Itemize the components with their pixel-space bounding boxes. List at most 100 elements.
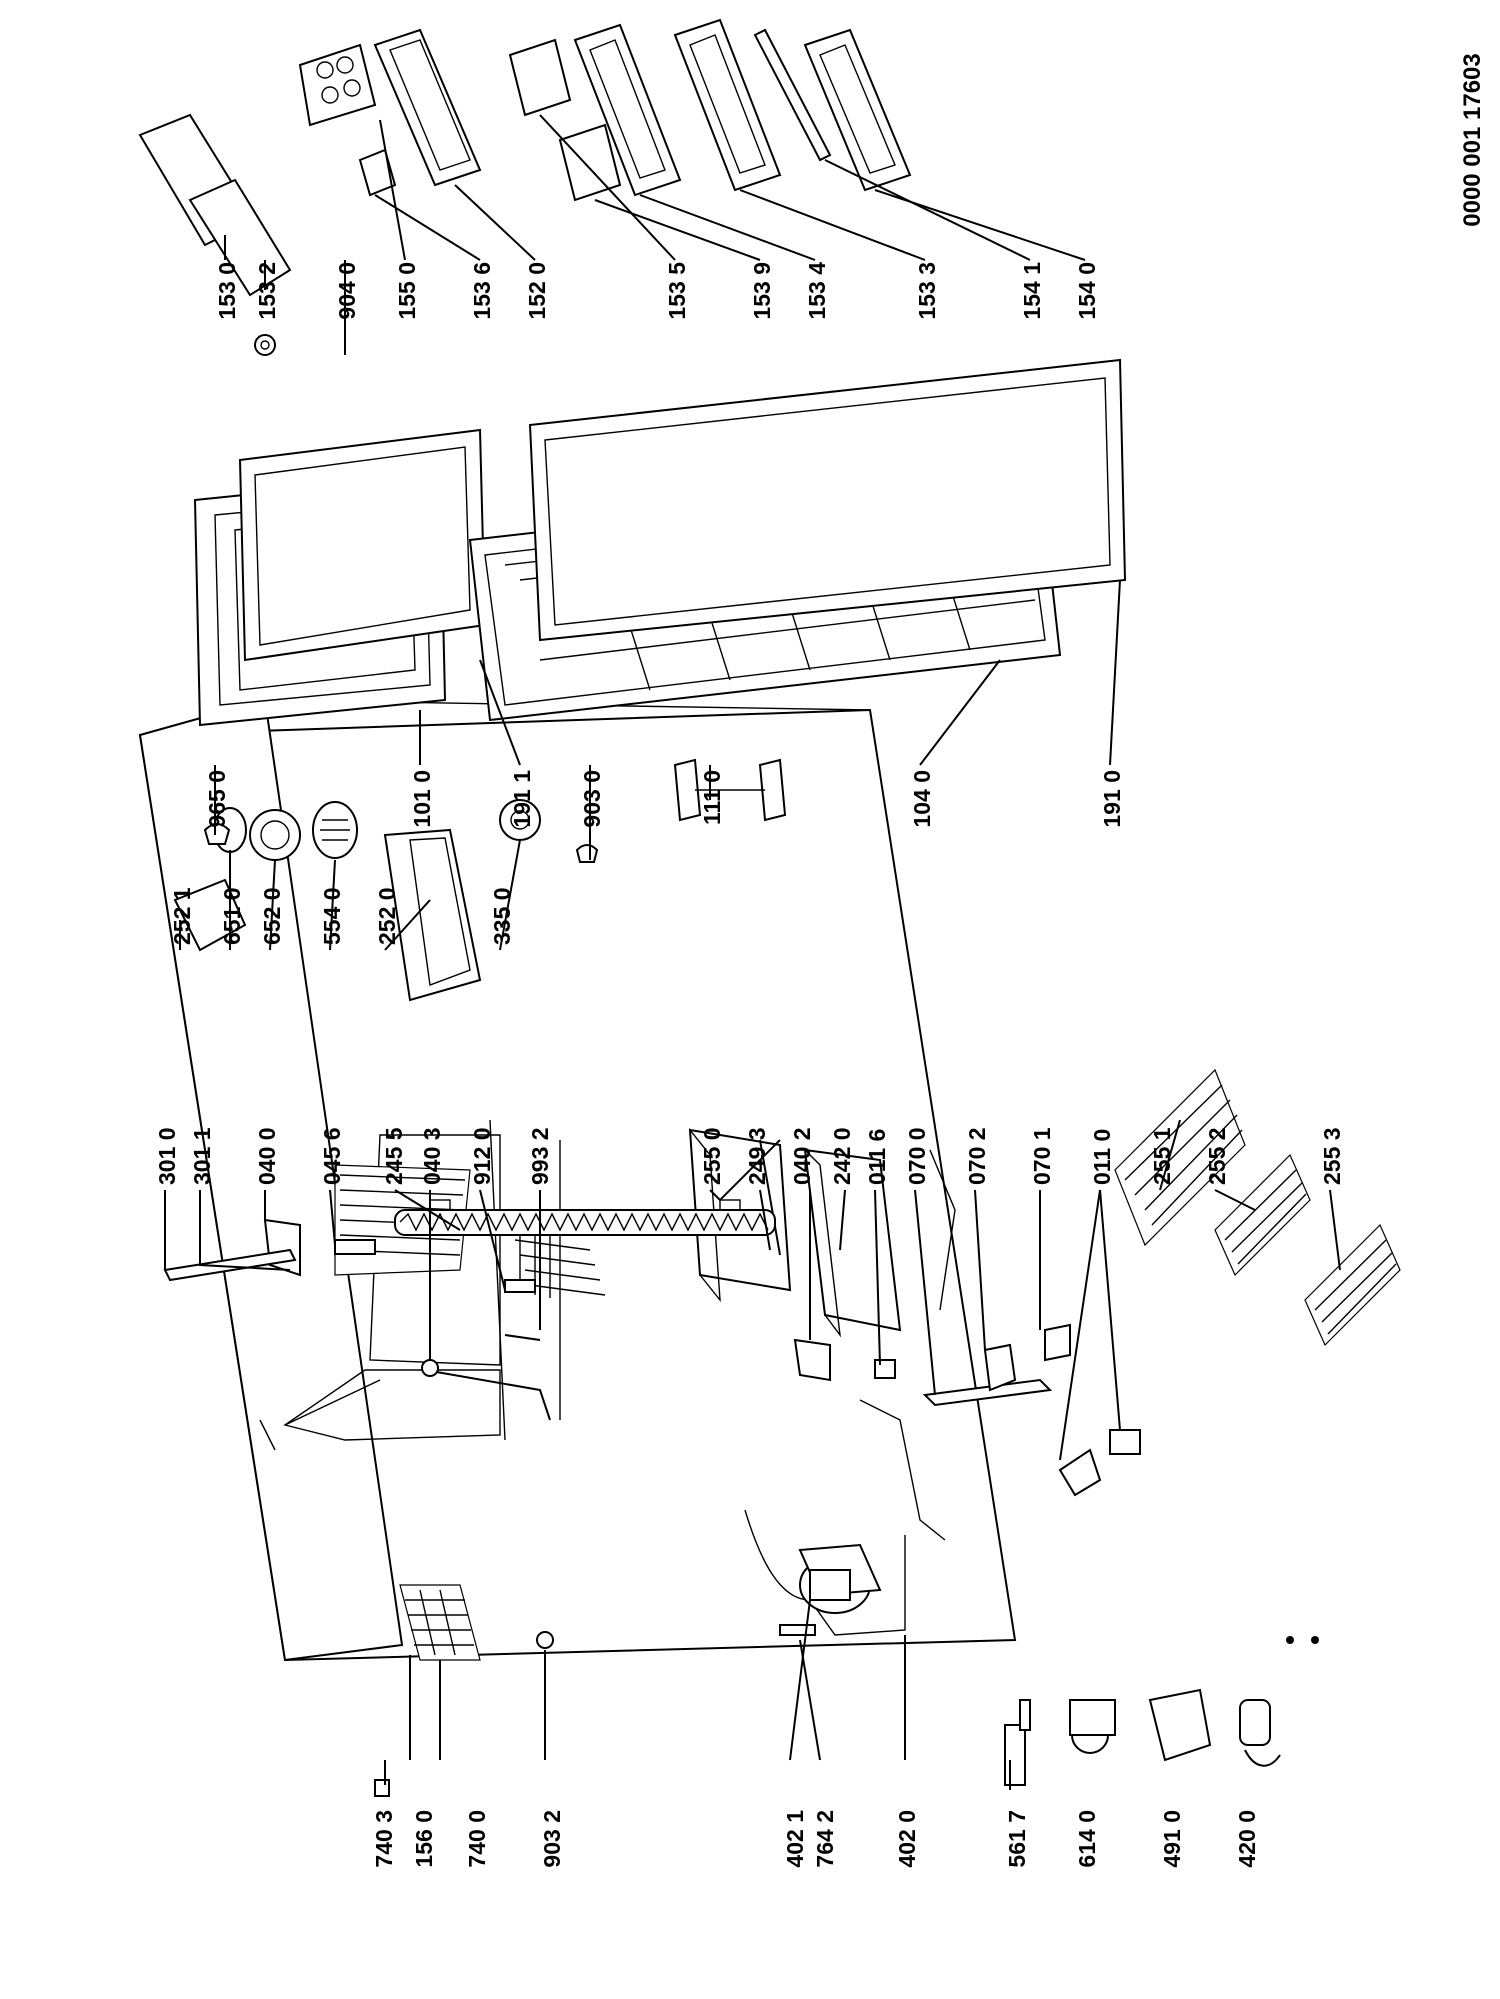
part-070-1 bbox=[1044, 1323, 1071, 1362]
cover-491-0 bbox=[1148, 1688, 1212, 1762]
label-156-0: 156 0 bbox=[411, 1810, 437, 1868]
document-number: 0000 001 17603 bbox=[1459, 53, 1486, 227]
label-153-5: 153 5 bbox=[664, 262, 690, 320]
gasket-191-1 bbox=[238, 428, 487, 662]
label-255-3: 255 3 bbox=[1319, 1127, 1345, 1185]
label-740-3: 740 3 bbox=[371, 1810, 397, 1868]
condenser-156-0 bbox=[399, 1584, 481, 1661]
part-402-1 bbox=[809, 1569, 851, 1601]
label-153-0: 153 0 bbox=[214, 262, 240, 320]
housing-252-0 bbox=[383, 828, 482, 1002]
leader-lines bbox=[164, 114, 1341, 1790]
hinge-111-0 bbox=[673, 758, 702, 822]
label-070-1: 070 1 bbox=[1029, 1127, 1055, 1185]
foot-011-0a bbox=[1058, 1448, 1102, 1497]
label-245-5: 245 5 bbox=[381, 1127, 407, 1185]
label-153-4: 153 4 bbox=[804, 262, 830, 320]
label-335-0: 335 0 bbox=[489, 887, 515, 945]
label-153-3: 153 3 bbox=[914, 262, 940, 320]
label-903-2: 903 2 bbox=[539, 1810, 565, 1868]
starter-614-0 bbox=[1069, 1699, 1116, 1754]
part-903-2 bbox=[536, 1631, 554, 1649]
label-104-0: 104 0 bbox=[909, 770, 935, 828]
foot-011-0b bbox=[1109, 1429, 1141, 1455]
label-491-0: 491 0 bbox=[1159, 1810, 1185, 1868]
gasket-191-0 bbox=[528, 358, 1127, 642]
label-965-0: 965 0 bbox=[204, 770, 230, 828]
label-252-1: 252 1 bbox=[169, 887, 195, 945]
hinge-040-2 bbox=[793, 1338, 831, 1382]
shelf-255-3 bbox=[1304, 1223, 1401, 1347]
label-301-1: 301 1 bbox=[189, 1127, 215, 1185]
label-152-0: 152 0 bbox=[524, 262, 550, 320]
part-965-0 bbox=[203, 823, 231, 845]
label-040-3: 040 3 bbox=[419, 1127, 445, 1185]
label-155-0: 155 0 bbox=[394, 262, 420, 320]
label-652-0: 652 0 bbox=[259, 887, 285, 945]
door-accessories bbox=[138, 18, 912, 356]
control-assembly bbox=[173, 799, 541, 1002]
label-554-0: 554 0 bbox=[319, 887, 345, 945]
label-255-2: 255 2 bbox=[1204, 1127, 1230, 1185]
label-153-9: 153 9 bbox=[749, 262, 775, 320]
bin-153-4 bbox=[573, 23, 682, 197]
part-764-2 bbox=[779, 1624, 816, 1636]
foot-011-6 bbox=[874, 1359, 896, 1379]
pin-045-6 bbox=[334, 1239, 376, 1255]
label-903-0: 903 0 bbox=[579, 770, 605, 828]
label-154-0: 154 0 bbox=[1074, 262, 1100, 320]
label-764-2: 764 2 bbox=[812, 1810, 838, 1868]
label-045-6: 045 6 bbox=[319, 1127, 345, 1185]
label-255-0: 255 0 bbox=[699, 1127, 725, 1185]
label-402-0: 402 0 bbox=[894, 1810, 920, 1868]
label-993-2: 993 2 bbox=[527, 1127, 553, 1185]
label-111-0: 111 0 bbox=[699, 770, 725, 825]
cabinet-drawing bbox=[138, 698, 1141, 1797]
part-252-1 bbox=[173, 878, 247, 952]
label-255-1: 255 1 bbox=[1149, 1127, 1175, 1185]
label-249-3: 249 3 bbox=[744, 1127, 770, 1185]
shelf-255-1 bbox=[1114, 1068, 1246, 1247]
part-153-6 bbox=[358, 148, 397, 197]
label-301-0: 301 0 bbox=[154, 1127, 180, 1185]
label-040-2: 040 2 bbox=[789, 1127, 815, 1185]
top-strip-301-0 bbox=[163, 1248, 297, 1282]
label-740-0: 740 0 bbox=[464, 1810, 490, 1868]
label-912-0: 912 0 bbox=[469, 1127, 495, 1185]
label-561-7: 561 7 bbox=[1004, 1810, 1030, 1868]
label-070-0: 070 0 bbox=[904, 1127, 930, 1185]
label-011-0: 011 0 bbox=[1089, 1129, 1115, 1185]
knob-652-0 bbox=[249, 809, 301, 861]
label-252-0: 252 0 bbox=[374, 887, 400, 945]
bin-153-9 bbox=[558, 123, 622, 202]
electrical-parts bbox=[1004, 1636, 1319, 1786]
glass-shelves bbox=[1114, 1068, 1401, 1347]
label-153-6: 153 6 bbox=[469, 262, 495, 320]
part-740-3 bbox=[374, 1779, 390, 1797]
rail-154-1 bbox=[753, 28, 832, 162]
label-420-0: 420 0 bbox=[1234, 1810, 1260, 1868]
hinge-070-2 bbox=[983, 1343, 1017, 1392]
capacitor-420-0 bbox=[1239, 1699, 1281, 1767]
part-912-0 bbox=[504, 1279, 536, 1293]
doors bbox=[193, 358, 1127, 863]
label-242-0: 242 0 bbox=[829, 1127, 855, 1185]
label-153-2: 153 2 bbox=[254, 262, 280, 320]
label-011-6: 011 6 bbox=[864, 1129, 890, 1185]
label-040-0: 040 0 bbox=[254, 1127, 280, 1185]
label-651-0: 651 0 bbox=[219, 887, 245, 945]
relay-561-7 bbox=[1004, 1699, 1031, 1786]
label-070-2: 070 2 bbox=[964, 1127, 990, 1185]
part-904-0 bbox=[254, 334, 276, 356]
label-101-0: 101 0 bbox=[409, 770, 435, 828]
label-904-0: 904 0 bbox=[334, 262, 360, 320]
egg-tray-155-0 bbox=[298, 43, 377, 127]
bin-152-0 bbox=[373, 28, 482, 187]
bin-153-5 bbox=[508, 38, 572, 117]
label-402-1: 402 1 bbox=[782, 1810, 808, 1868]
label-154-1: 154 1 bbox=[1019, 262, 1045, 320]
bin-153-3 bbox=[673, 18, 782, 192]
part-labels: 740 3 156 0 740 0 903 2 402 1 764 2 402 … bbox=[154, 262, 1345, 1868]
bin-154-0 bbox=[803, 28, 912, 192]
